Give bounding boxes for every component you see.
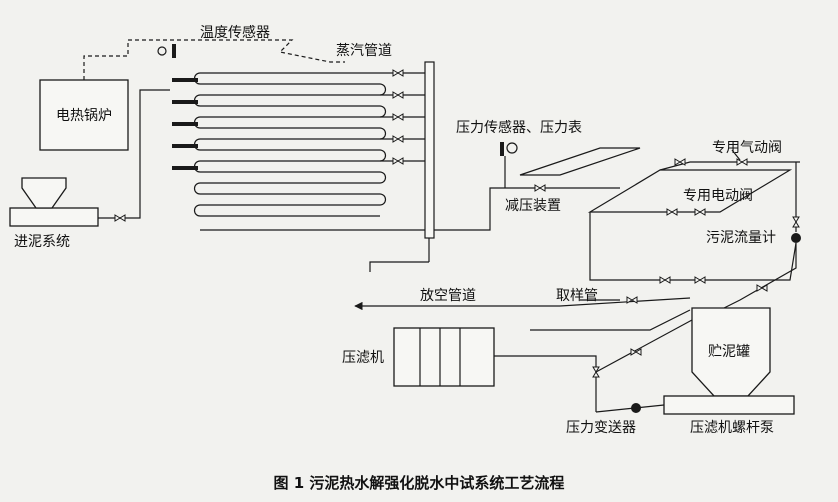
pressure-sensor-gauge-label: 压力传感器、压力表 xyxy=(456,119,582,136)
flowmeter-icon xyxy=(791,233,801,243)
temperature-sensor-icon xyxy=(157,46,167,56)
electric-boiler-label: 电热锅炉 xyxy=(56,108,112,124)
screw-pump: 压力变送器 压滤机螺杆泵 xyxy=(566,395,795,436)
special-pneumatic-valve-label: 专用气动阀 xyxy=(712,140,782,156)
coil-reactor xyxy=(172,72,387,217)
filter-press: 压滤机 xyxy=(342,327,600,412)
pressure-transmitter-icon xyxy=(631,403,641,413)
temperature-sensor-line: 温度传感器 xyxy=(83,24,345,80)
sludge-feed-system: 进泥系统 xyxy=(9,89,170,250)
sensor-probe-icon xyxy=(172,44,176,58)
sludge-storage-tank: 贮泥罐 xyxy=(595,307,771,397)
pressure-sensor-gauge: 压力传感器、压力表 xyxy=(456,119,582,188)
sludge-feed-label: 进泥系统 xyxy=(14,234,70,250)
downstream-pipes xyxy=(589,212,797,321)
figure-caption: 图 1 污泥热水解强化脱水中试系统工艺流程 xyxy=(274,474,565,492)
electric-boiler: 电热锅炉 xyxy=(39,79,129,151)
valve-manifold: 专用气动阀 专用电动阀 污泥流量计 xyxy=(587,140,801,246)
decompression-label: 减压装置 xyxy=(505,198,561,214)
vent-pipe: 放空管道 xyxy=(354,261,560,311)
special-electric-valve-label: 专用电动阀 xyxy=(683,188,753,204)
sampling-pipe: 取样管 xyxy=(530,288,691,331)
screw-pump-label: 压滤机螺杆泵 xyxy=(690,420,774,436)
pressure-gauge-icon xyxy=(506,142,518,154)
sludge-tank-label: 贮泥罐 xyxy=(708,344,750,360)
sampling-pipe-label: 取样管 xyxy=(556,288,598,304)
steam-header xyxy=(200,61,435,262)
steam-pipe-label: 蒸汽管道 xyxy=(336,43,392,59)
vent-pipe-label: 放空管道 xyxy=(420,288,476,304)
filter-press-label: 压滤机 xyxy=(342,350,384,366)
sludge-flowmeter-label: 污泥流量计 xyxy=(706,230,776,246)
temperature-sensor-label: 温度传感器 xyxy=(200,24,270,41)
pressure-transmitter-label: 压力变送器 xyxy=(566,420,636,436)
decompression-device: 减压装置 xyxy=(434,147,641,231)
